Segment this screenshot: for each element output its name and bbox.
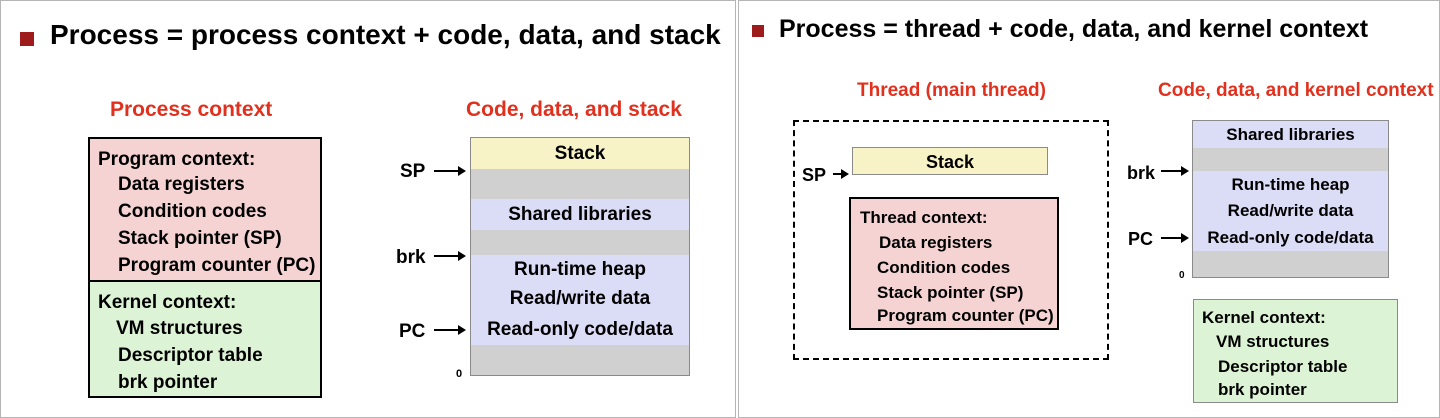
address-space-stack: Shared libraries Run-time heap Read/writ… xyxy=(1192,120,1389,278)
segment-unused xyxy=(1193,251,1388,277)
thread-stack-label: Stack xyxy=(925,152,975,172)
program-context-item: Program counter (PC) xyxy=(118,255,316,276)
kernel-context-heading: Kernel context: xyxy=(98,292,237,313)
program-context-item: Condition codes xyxy=(118,201,267,222)
right-slide-title: Process = thread + code, data, and kerne… xyxy=(779,15,1369,43)
kernel-context-heading: Kernel context: xyxy=(1202,308,1326,327)
memory-heading: Code, data, and stack xyxy=(466,98,682,121)
program-context-heading: Program context: xyxy=(98,149,256,170)
segment-read-only-code: Read-only code/data xyxy=(1193,224,1388,252)
memory-heading: Code, data, and kernel context xyxy=(1158,80,1434,101)
sp-pointer-label: SP xyxy=(400,161,426,182)
kernel-context-item: VM structures xyxy=(1216,332,1330,351)
segment-unused xyxy=(471,345,689,375)
program-context-item: Stack pointer (SP) xyxy=(118,228,282,249)
segment-shared-libraries: Shared libraries xyxy=(1193,121,1388,149)
sp-arrow-icon xyxy=(434,166,466,176)
thread-dashed-box xyxy=(793,120,1109,360)
thread-context-item: Data registers xyxy=(879,233,993,252)
address-zero-label: 0 xyxy=(456,368,463,380)
brk-arrow-icon xyxy=(434,251,466,261)
thread-context-item: Stack pointer (SP) xyxy=(877,283,1024,302)
segment-read-write-data: Read/write data xyxy=(1193,198,1388,225)
kernel-context-item: brk pointer xyxy=(1218,380,1307,399)
process-context-heading: Process context xyxy=(110,98,273,121)
brk-pointer-label: brk xyxy=(396,247,426,268)
brk-arrow-icon xyxy=(1161,166,1189,176)
address-zero-label: 0 xyxy=(1179,270,1185,281)
kernel-context-item: Descriptor table xyxy=(1218,357,1348,376)
thread-context-item: Condition codes xyxy=(877,258,1011,277)
sp-arrow-icon xyxy=(833,169,849,179)
left-slide-panel: Process = process context + code, data, … xyxy=(0,0,736,418)
kernel-context-box: Kernel context: VM structures Descriptor… xyxy=(1193,299,1398,403)
program-context-item: Data registers xyxy=(118,174,245,195)
thread-stack-box: Stack xyxy=(852,147,1048,175)
pc-pointer-label: PC xyxy=(399,321,426,342)
segment-run-time-heap: Run-time heap xyxy=(1193,171,1388,199)
kernel-context-box: Kernel context: VM structures Descriptor… xyxy=(88,280,322,398)
segment-run-time-heap: Run-time heap xyxy=(471,255,689,285)
thread-heading: Thread (main thread) xyxy=(857,80,1046,101)
sp-pointer-label: SP xyxy=(802,165,827,185)
right-slide-panel: Process = thread + code, data, and kerne… xyxy=(738,0,1440,418)
segment-read-only-code: Read-only code/data xyxy=(471,314,689,346)
segment-stack: Stack xyxy=(471,138,689,170)
pc-arrow-icon xyxy=(434,325,466,335)
segment-shared-libraries: Shared libraries xyxy=(471,199,689,231)
segment-read-write-data: Read/write data xyxy=(471,284,689,315)
address-space-stack: Stack Shared libraries Run-time heap Rea… xyxy=(470,137,690,376)
pc-arrow-icon xyxy=(1161,233,1189,243)
program-context-box: Program context: Data registers Conditio… xyxy=(88,137,322,282)
segment-unused xyxy=(471,230,689,256)
thread-context-box: Thread context: Data registers Condition… xyxy=(849,197,1059,330)
kernel-context-item: VM structures xyxy=(116,318,243,339)
pc-pointer-label: PC xyxy=(1128,229,1154,249)
segment-unused xyxy=(1193,148,1388,172)
kernel-context-item: Descriptor table xyxy=(118,345,263,366)
brk-pointer-label: brk xyxy=(1127,163,1156,183)
thread-context-item: Program counter (PC) xyxy=(877,306,1054,325)
left-slide-title: Process = process context + code, data, … xyxy=(50,19,721,50)
bullet-square-icon xyxy=(752,25,764,37)
thread-context-heading: Thread context: xyxy=(860,208,988,227)
segment-unused xyxy=(471,169,689,200)
bullet-square-icon xyxy=(20,32,34,46)
kernel-context-item: brk pointer xyxy=(118,372,218,393)
